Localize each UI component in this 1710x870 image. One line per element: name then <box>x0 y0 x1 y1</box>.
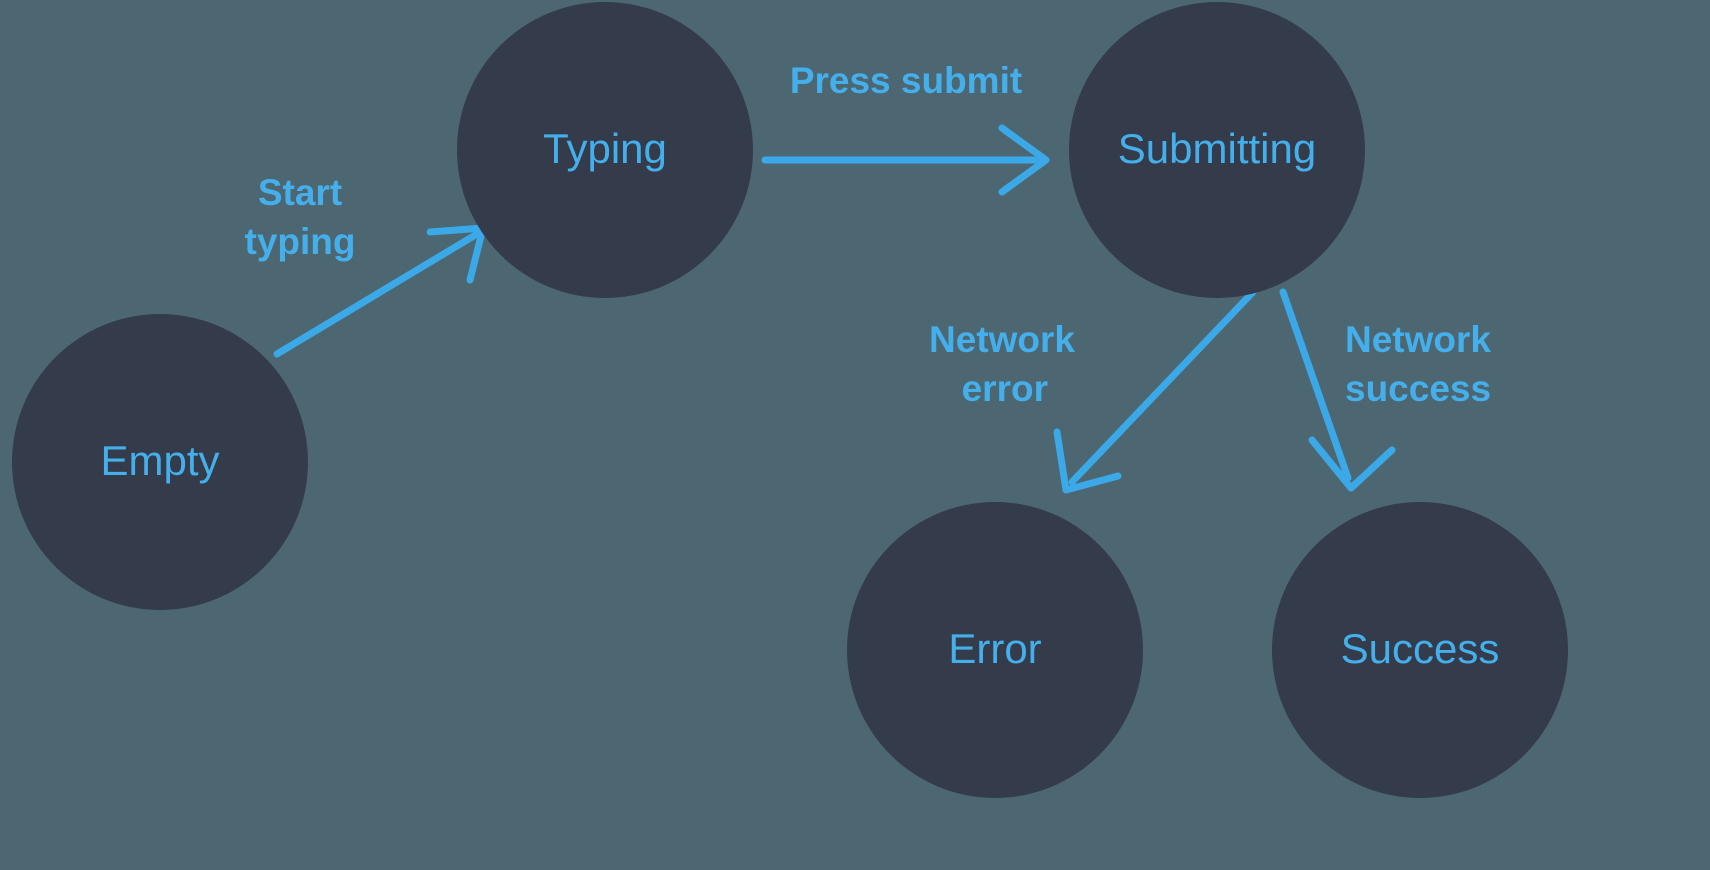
edge-line-submitting-to-success <box>1279 288 1352 482</box>
edge-submitting-to-success <box>1279 288 1396 492</box>
edge-label-start-typing-line2: typing <box>245 221 356 262</box>
node-empty-label: Empty <box>100 437 219 484</box>
node-success-label: Success <box>1341 625 1500 672</box>
edge-label-network-error-line2: error <box>962 368 1048 409</box>
edge-label-typing-to-submitting: Press submit <box>790 60 1022 101</box>
edge-label-empty-to-typing: Start typing <box>245 172 356 262</box>
edge-line-submitting-to-error <box>1068 288 1257 486</box>
node-typing[interactable]: Typing <box>457 2 753 298</box>
edge-label-network-success-line2: success <box>1345 368 1491 409</box>
edge-label-press-submit-line1: Press submit <box>790 60 1022 101</box>
edge-label-start-typing-line1: Start <box>258 172 342 213</box>
node-submitting-circle[interactable] <box>1069 2 1365 298</box>
edge-label-network-error-line1: Network <box>929 319 1075 360</box>
node-error[interactable]: Error <box>847 502 1143 798</box>
node-submitting-label: Submitting <box>1118 125 1316 172</box>
node-submitting[interactable]: Submitting <box>1069 2 1365 298</box>
node-error-label: Error <box>948 625 1041 672</box>
node-success[interactable]: Success <box>1272 502 1568 798</box>
edge-label-submitting-to-success: Network success <box>1345 319 1491 409</box>
edge-label-submitting-to-error: Network error <box>929 319 1075 409</box>
node-error-circle[interactable] <box>847 502 1143 798</box>
node-typing-circle[interactable] <box>457 2 753 298</box>
edge-line-empty-to-typing <box>273 227 486 358</box>
edge-submitting-to-error <box>1053 288 1257 494</box>
arrowhead-submitting-to-success <box>1308 436 1396 492</box>
node-typing-label: Typing <box>543 125 667 172</box>
arrowhead-typing-to-submitting <box>998 124 1050 196</box>
edge-label-network-success-line1: Network <box>1345 319 1491 360</box>
node-success-circle[interactable] <box>1272 502 1568 798</box>
arrowhead-submitting-to-error <box>1053 428 1122 494</box>
node-empty-circle[interactable] <box>12 314 308 610</box>
node-empty[interactable]: Empty <box>12 314 308 610</box>
edge-typing-to-submitting <box>761 124 1050 196</box>
